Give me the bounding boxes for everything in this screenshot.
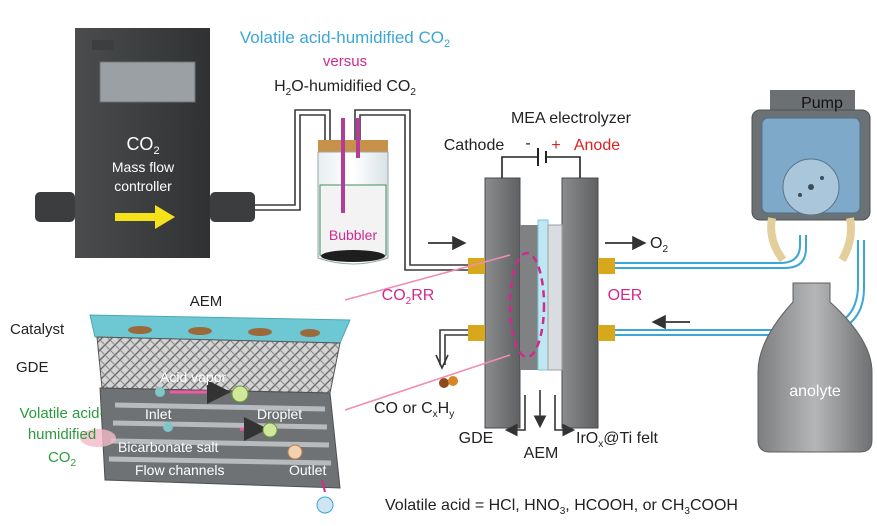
aem-bottom-label: AEM: [524, 445, 559, 462]
versus-label: versus: [323, 53, 367, 70]
anode-plate: [561, 177, 599, 429]
product-molecule-icon: [439, 378, 449, 388]
inset-side-line1: Volatile acid-: [19, 405, 104, 422]
co2rr-zoom-ellipse: [508, 251, 546, 359]
bottle-body: [757, 282, 873, 453]
felt-layer: [547, 224, 563, 371]
inlet-fitting: [35, 192, 75, 222]
footnote: Volatile acid = HCl, HNO3, HCOOH, or CH3…: [385, 497, 738, 517]
bubbler: [317, 118, 389, 265]
minus-sign: -: [525, 135, 530, 152]
oer-label: OER: [608, 287, 643, 304]
pump-label: Pump: [801, 95, 843, 112]
controller-line3: controller: [114, 178, 172, 194]
inset-gde-label: GDE: [16, 359, 49, 376]
inset-bicarbonate-label: Bicarbonate salt: [118, 439, 219, 455]
circuit-wire: [501, 156, 581, 178]
co2rr-label: CO2RR: [382, 287, 435, 307]
gde-inset: [80, 314, 351, 514]
inset-inlet-label: Inlet: [145, 406, 172, 422]
inset-catalyst-label: Catalyst: [10, 321, 65, 338]
gde-layer: [520, 225, 538, 370]
outlet-droplet-icon: [316, 496, 334, 514]
controller-display: [99, 61, 196, 103]
controller-line2: Mass flow: [112, 159, 175, 175]
cathode-outlet-fitting: [468, 325, 485, 341]
cathode-plate: [484, 177, 521, 429]
products-label: CO or CxHy: [374, 400, 454, 420]
bubbler-tube-out: [356, 118, 360, 158]
bubbler-base: [321, 250, 385, 262]
o2-label: O2: [650, 235, 668, 255]
anode-inlet-fitting: [598, 325, 615, 341]
outlet-fitting: [210, 192, 255, 222]
anode-outlet-fitting: [598, 258, 615, 274]
water-humidified-label: H2O-humidified CO2: [274, 78, 416, 98]
gde-bottom-label: GDE: [459, 430, 494, 447]
mea-electrolyzer: [468, 148, 615, 437]
cathode-label: Cathode: [444, 137, 505, 154]
bubbler-liquid: [319, 184, 387, 261]
droplet-icon: [231, 385, 249, 403]
inset-side-line3: CO2: [48, 449, 77, 469]
pump: [751, 90, 871, 263]
anolyte-bottle: [757, 282, 873, 453]
zoom-projection: [344, 254, 511, 411]
flow-arrow-icon: [115, 205, 175, 229]
plus-sign: +: [551, 137, 560, 154]
gas-tubing: [255, 109, 470, 271]
bubbler-cap: [318, 140, 388, 152]
bubbler-label: Bubbler: [329, 227, 378, 243]
vapor-bubble-icon: [155, 387, 165, 397]
mass-flow-controller: [35, 28, 255, 258]
controller-co2-label: CO2: [126, 134, 159, 157]
inset-droplet-label: Droplet: [257, 406, 302, 422]
cathode-inlet-fitting: [468, 258, 485, 274]
felt-label: IrOx@Ti felt: [576, 430, 659, 450]
mea-title: MEA electrolyzer: [511, 110, 632, 127]
inset-acid-vapor-label: Acid vapor: [160, 369, 226, 385]
inset-flow-channels-label: Flow channels: [135, 462, 225, 478]
anode-label: Anode: [574, 137, 620, 154]
anolyte-label: anolyte: [789, 383, 841, 400]
bubbler-tube-in: [341, 118, 345, 213]
inset-aem-label: AEM: [190, 293, 223, 310]
inset-outlet-label: Outlet: [289, 462, 326, 478]
acid-humidified-label: Volatile acid-humidified CO2: [240, 28, 450, 50]
inset-side-line2: humidified: [28, 426, 96, 443]
